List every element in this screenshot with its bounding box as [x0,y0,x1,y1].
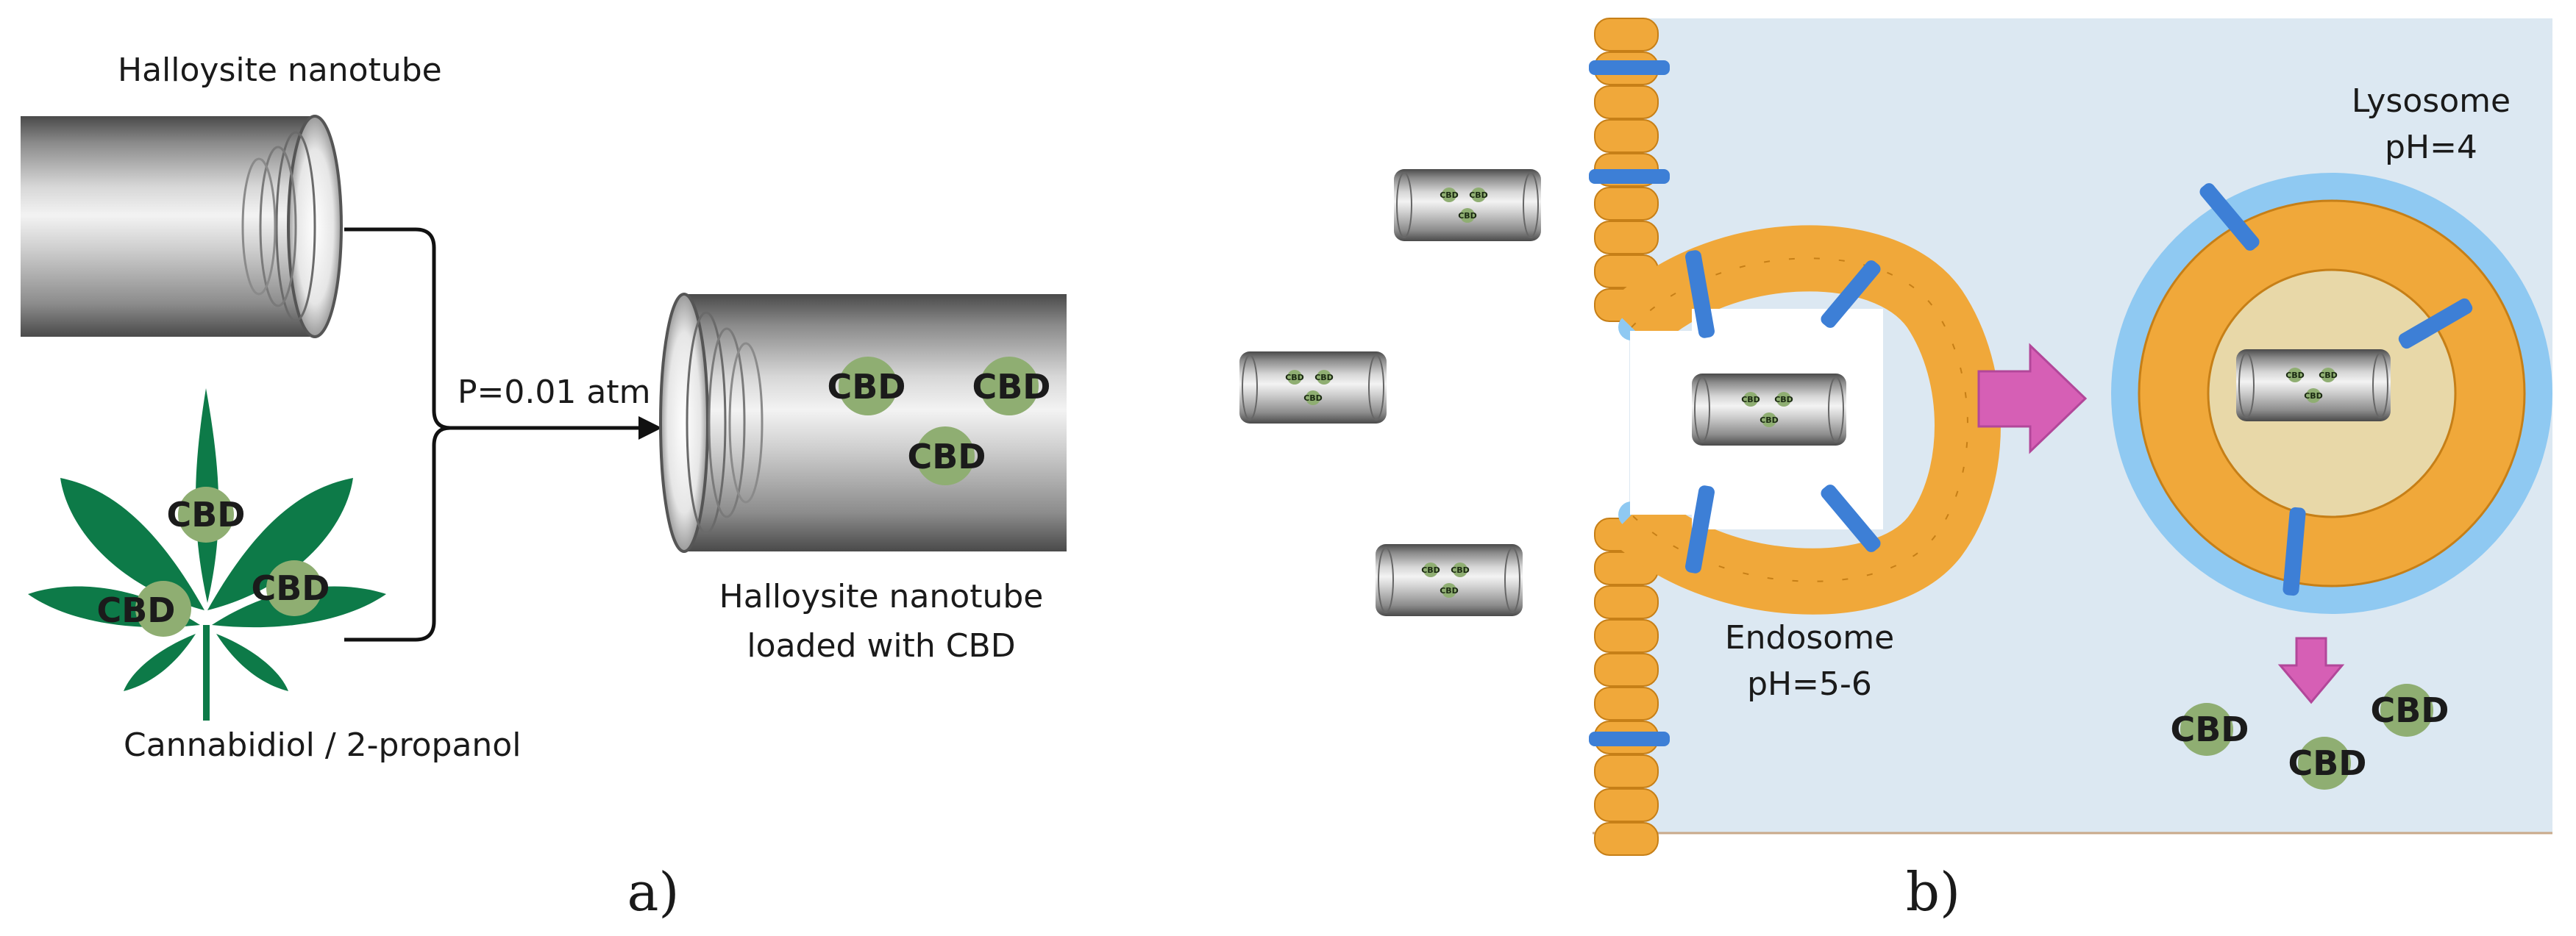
membrane-channel-2 [1589,169,1670,184]
mini-nanotube-2: CBD CBD CBD [1239,351,1387,424]
membrane-channel-3 [1589,732,1670,746]
lysosome-line2: pH=4 [2385,129,2477,166]
lipid-segment [1594,619,1659,653]
lipid-segment [1594,585,1659,619]
lipid-segment [1594,221,1659,254]
lipid-segment [1594,119,1659,153]
loaded-label-line1: Halloysite nanotube [719,578,1044,615]
endosome-channel-4 [1821,485,1881,552]
endosome-nanotube: CBD CBD CBD [1692,374,1846,446]
svg-text:CBD: CBD [1421,565,1440,575]
svg-text:CBD: CBD [1440,190,1459,200]
svg-text:CBD: CBD [1303,393,1323,403]
svg-text:CBD: CBD [827,367,905,407]
nanotube-label: Halloysite nanotube [118,51,442,89]
lipid-segment [1594,754,1659,788]
svg-text:CBD: CBD [96,590,175,630]
endosome-channel-1 [1685,250,1715,338]
svg-text:CBD: CBD [2288,743,2366,783]
svg-text:CBD: CBD [907,437,986,476]
leaf-cbd-1: CBD [166,487,246,543]
svg-text:CBD: CBD [2285,371,2305,380]
svg-text:CBD: CBD [1285,373,1304,382]
caption-a: a) [627,861,679,923]
lipid-segment [1594,687,1659,721]
lipid-segment [1594,187,1659,221]
svg-text:CBD: CBD [1458,211,1477,221]
released-cbd-1: CBD [2170,703,2249,756]
arrow-head [638,416,662,440]
caption-b: b) [1906,861,1960,923]
svg-text:CBD: CBD [2170,710,2249,749]
panel-a: Halloysite nanotube CBD CBD [21,51,1067,923]
svg-text:CBD: CBD [1314,373,1334,382]
endosome-line2: pH=5-6 [1747,665,1872,703]
release-arrow [2277,637,2345,704]
svg-text:CBD: CBD [1741,395,1760,404]
transfer-arrow [1977,343,2088,454]
empty-nanotube [21,115,343,338]
pressure-label: P=0.01 atm [458,374,650,411]
source-label: Cannabidiol / 2-propanol [124,726,521,764]
merge-connector [344,227,641,642]
mini-nanotube-3: CBD CBD CBD [1376,544,1523,616]
lysosome-nanotube: CBD CBD CBD [2236,349,2391,421]
svg-text:CBD: CBD [1774,395,1793,404]
membrane-channel-1 [1589,60,1670,75]
svg-text:CBD: CBD [166,495,245,535]
loaded-label-line2: loaded with CBD [747,627,1015,665]
lipid-segment [1594,18,1659,51]
svg-text:CBD: CBD [2319,371,2338,380]
lysosome-line1: Lysosome [2352,82,2511,120]
cannabis-leaf-icon [28,388,386,721]
endosome-line1: Endosome [1725,619,1894,657]
leaf-cbd-3: CBD [251,560,330,616]
tube-cbd-3: CBD [907,426,986,485]
svg-text:CBD: CBD [2370,690,2449,730]
lipid-segment [1594,85,1659,119]
svg-text:CBD: CBD [2304,391,2323,401]
loaded-nanotube [659,293,1067,553]
plasma-membrane [1589,18,1670,856]
svg-text:CBD: CBD [972,367,1050,407]
released-cbd-2: CBD [2370,684,2449,737]
mini-nanotube-1: CBD CBD CBD [1394,169,1541,241]
endosome-channel-3 [1685,485,1715,574]
tube-cbd-1: CBD [827,357,906,415]
svg-text:CBD: CBD [1469,190,1488,200]
released-cbd-3: CBD [2288,737,2367,790]
svg-text:CBD: CBD [1451,565,1470,575]
svg-text:CBD: CBD [251,568,330,608]
svg-text:CBD: CBD [1760,415,1779,425]
panel-b: CBD CBD CBD CBD CBD CBD CBD CBD CBD CBD … [1239,18,2552,923]
lipid-segment [1594,822,1659,856]
lipid-segment [1594,788,1659,822]
leaf-cbd-2: CBD [96,581,191,637]
svg-text:CBD: CBD [1440,586,1459,596]
endosome-channel-2 [1821,260,1881,328]
lipid-segment [1594,653,1659,687]
tube-cbd-2: CBD [972,357,1051,415]
